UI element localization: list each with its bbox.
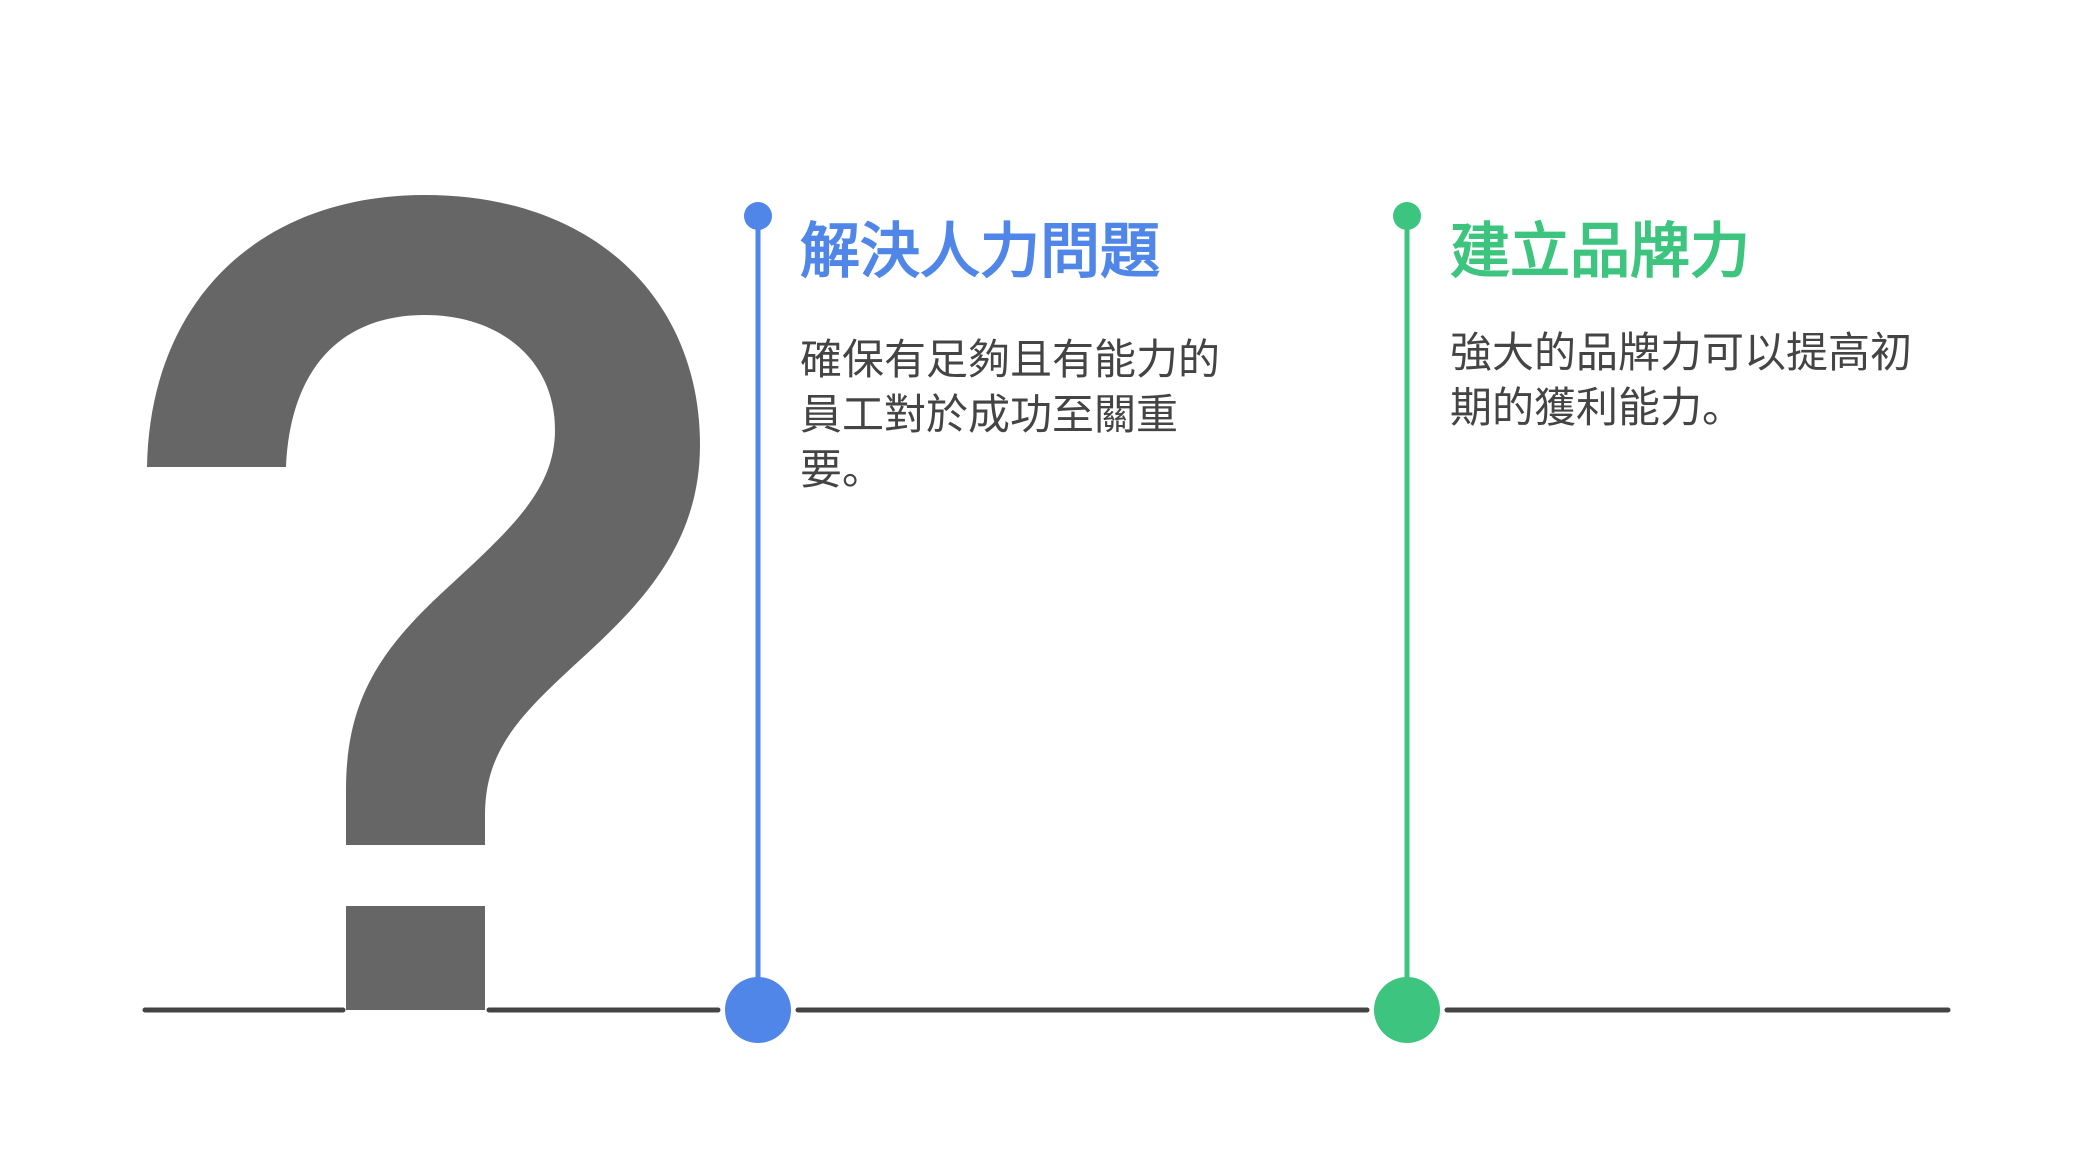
item-title-1: 解決人力問題	[800, 217, 1160, 287]
item-description-1: 確保有足夠且有能力的員工對於成功至關重要。	[800, 335, 1221, 494]
timeline-top-dot-2	[1393, 202, 1421, 230]
item-title-2: 建立品牌力	[1450, 217, 1750, 287]
timeline-marker-1	[725, 977, 791, 1043]
timeline-top-dot-1	[744, 202, 772, 230]
item-description-2: 強大的品牌力可以提高初期的獲利能力。	[1450, 328, 1913, 432]
question-mark-dot	[346, 906, 485, 1010]
timeline-marker-2	[1374, 977, 1440, 1043]
question-mark-icon	[147, 195, 700, 845]
